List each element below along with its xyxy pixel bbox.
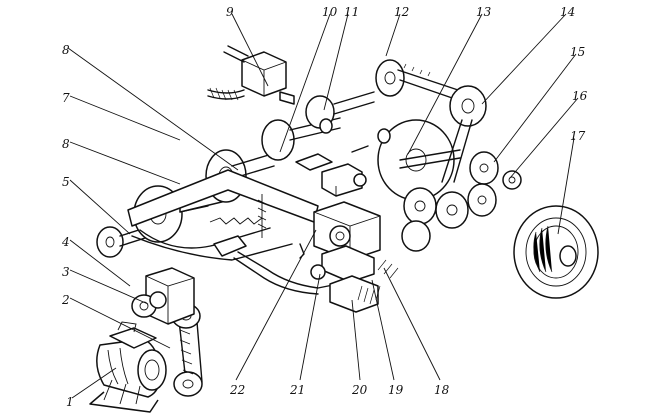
label-9: 9: [226, 5, 234, 19]
label-19: 19: [388, 383, 404, 397]
part-number-labels: 1 2 3 4 5 8 7 8 9 10 11 12 13 14 15 16 1…: [61, 5, 588, 409]
leader-lines: [67, 13, 579, 399]
label-13: 13: [476, 5, 492, 19]
label-8-lower: 8: [62, 137, 70, 151]
label-1: 1: [66, 395, 74, 409]
label-18: 18: [434, 383, 450, 397]
label-4: 4: [61, 235, 70, 249]
cam-slider: [295, 145, 369, 197]
gear-train: [401, 85, 522, 252]
large-disk: [377, 119, 461, 201]
label-12: 12: [394, 5, 409, 19]
wire-spool: [513, 205, 599, 299]
label-3: 3: [62, 265, 70, 279]
label-21: 21: [289, 383, 305, 397]
winding-head: [299, 201, 399, 313]
label-8-upper: 8: [62, 43, 70, 57]
label-20: 20: [351, 383, 368, 397]
electric-motor: [89, 321, 167, 413]
clamp-block: [207, 45, 295, 105]
label-15: 15: [570, 45, 585, 59]
reduction-gearbox: [131, 267, 195, 325]
label-22: 22: [229, 383, 245, 397]
label-2: 2: [61, 293, 70, 307]
label-16: 16: [572, 89, 588, 103]
label-5: 5: [62, 175, 70, 189]
label-14: 14: [560, 5, 575, 19]
label-10: 10: [322, 5, 338, 19]
label-7: 7: [62, 91, 70, 105]
label-17: 17: [570, 129, 586, 143]
label-11: 11: [344, 5, 359, 19]
